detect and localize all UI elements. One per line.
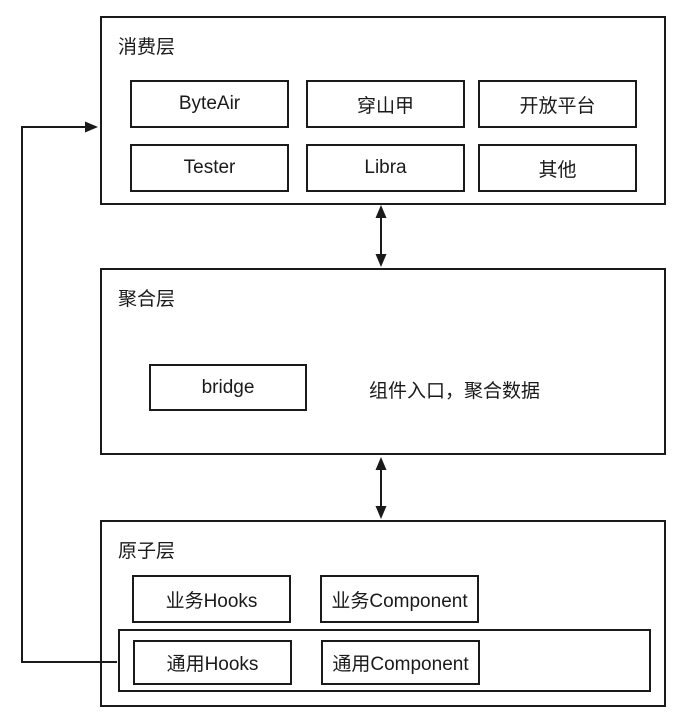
node-business-hooks: 业务Hooks <box>132 575 291 623</box>
node-business-component: 业务Component <box>320 575 479 623</box>
node-pangle: 穿山甲 <box>306 80 465 128</box>
node-common-hooks: 通用Hooks <box>133 640 292 685</box>
node-tester: Tester <box>130 144 289 192</box>
aggregation-description: 组件入口，聚合数据 <box>369 381 541 402</box>
atomic-layer-label: 原子层 <box>118 541 176 562</box>
aggregation-atomic-double-arrow <box>375 457 387 519</box>
atomic-layer-box: 原子层 业务Hooks 业务Component 通用Hooks 通用Compon… <box>100 520 666 707</box>
node-common-component: 通用Component <box>321 640 480 685</box>
node-libra: Libra <box>306 144 465 192</box>
node-bridge: bridge <box>149 364 307 411</box>
consumer-aggregation-double-arrow <box>375 205 387 267</box>
node-byteair: ByteAir <box>130 80 289 128</box>
aggregation-layer-box: 聚合层 bridge 组件入口，聚合数据 <box>100 268 666 455</box>
aggregation-layer-label: 聚合层 <box>118 289 176 310</box>
consumer-layer-box: 消费层 ByteAir 穿山甲 开放平台 Tester Libra 其他 <box>100 16 666 205</box>
node-open-platform: 开放平台 <box>478 80 637 128</box>
common-group-box: 通用Hooks 通用Component <box>118 629 651 692</box>
consumer-layer-label: 消费层 <box>118 37 176 58</box>
node-other: 其他 <box>478 144 637 192</box>
